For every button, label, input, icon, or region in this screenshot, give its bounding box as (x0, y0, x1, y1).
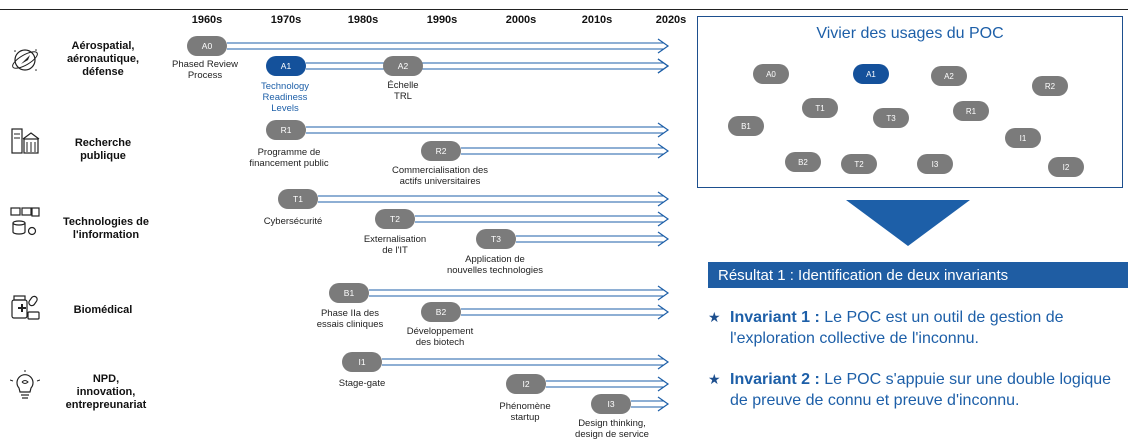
usage-caption-t3: Application de nouvelles technologies (446, 254, 544, 276)
usage-caption-t2: Externalisation de l'IT (363, 234, 427, 256)
usage-caption-a0: Phased Review Process (171, 59, 239, 81)
usage-bubble-t3: T3 (476, 229, 516, 249)
timeline-arrow (306, 122, 670, 138)
usage-bubble-i3: I3 (591, 394, 631, 414)
rocket-planet-icon (12, 49, 38, 71)
usage-caption-i1: Stage-gate (338, 378, 386, 389)
usage-pool-title: Vivier des usages du POC (816, 25, 1004, 42)
usage-bubble-i1: I1 (342, 352, 382, 372)
pool-bubble-t1: T1 (802, 98, 838, 118)
star-bullet-icon: ★ (708, 309, 721, 325)
usage-caption-b1: Phase IIa des essais cliniques (316, 308, 384, 330)
usage-bubble-r1: R1 (266, 120, 306, 140)
invariant-2-text: Le POC s'appuie sur une double logique d… (730, 371, 1112, 409)
decade-1970s: 1970s (270, 14, 302, 26)
result-title-bar: Résultat 1 : Identification de deux inva… (708, 262, 1128, 288)
pool-bubble-b2: B2 (785, 152, 821, 172)
usage-bubble-r2: R2 (421, 141, 461, 161)
domain-label-aerospace: Aérospatial, aéronautique, défense (66, 40, 140, 79)
usage-bubble-b1: B1 (329, 283, 369, 303)
pool-bubble-t2: T2 (841, 154, 877, 174)
usage-caption-t1: Cybersécurité (263, 216, 323, 227)
decade-2020s: 2020s (655, 14, 687, 26)
decade-1960s: 1960s (191, 14, 223, 26)
timeline-arrow (415, 211, 670, 227)
usage-bubble-a1: A1 (266, 56, 306, 76)
invariant-1-head: Invariant 1 : (730, 309, 820, 326)
usage-pool-box: Vivier des usages du POC A0 A1 A2 R2 B1 … (697, 16, 1123, 188)
domain-label-research: Recherche publique (74, 137, 132, 163)
timeline-arrow (516, 231, 670, 247)
invariant-1-text: Le POC est un outil de gestion de l'expl… (730, 309, 1064, 347)
timeline-arrow (382, 354, 670, 370)
pool-bubble-i1: I1 (1005, 128, 1041, 148)
decade-2010s: 2010s (581, 14, 613, 26)
pool-bubble-a0: A0 (753, 64, 789, 84)
top-rule (0, 0, 1128, 10)
domain-label-biomedical: Biomédical (73, 304, 133, 316)
timeline-arrow (461, 143, 670, 159)
timeline-arrow (318, 191, 670, 207)
domain-label-it: Technologies de l'information (63, 216, 149, 242)
lightbulb-brain-icon (10, 370, 40, 399)
timeline-arrow (461, 304, 670, 320)
usage-bubble-t1: T1 (278, 189, 318, 209)
computer-network-icon (10, 207, 40, 236)
usage-bubble-t2: T2 (375, 209, 415, 229)
pool-bubble-i3: I3 (917, 154, 953, 174)
star-bullet-icon: ★ (708, 371, 721, 387)
research-building-icon (11, 128, 40, 154)
timeline-arrow (546, 376, 670, 392)
usage-bubble-b2: B2 (421, 302, 461, 322)
usage-caption-a2: Échelle TRL (387, 80, 419, 102)
usage-caption-r2: Commercialisation des actifs universitai… (391, 165, 489, 187)
timeline-arrow (306, 58, 670, 74)
invariant-1: ★ Invariant 1 : Le POC est un outil de g… (708, 308, 1128, 350)
decade-2000s: 2000s (505, 14, 537, 26)
pool-bubble-a2: A2 (931, 66, 967, 86)
decade-1990s: 1990s (426, 14, 458, 26)
usage-bubble-i2: I2 (506, 374, 546, 394)
timeline-arrow (227, 38, 670, 54)
result-down-arrow (846, 200, 970, 246)
usage-bubble-a2: A2 (383, 56, 423, 76)
invariant-2: ★ Invariant 2 : Le POC s'appuie sur une … (708, 370, 1128, 412)
timeline-arrow (369, 285, 670, 301)
usage-caption-a1: Technology Readiness Levels (260, 81, 310, 114)
invariant-2-head: Invariant 2 : (730, 371, 820, 388)
domain-label-npd: NPD, innovation, entrepreunariat (65, 373, 147, 412)
decade-1980s: 1980s (347, 14, 379, 26)
usage-caption-i3: Design thinking, design de service (575, 418, 649, 440)
pool-bubble-a1: A1 (853, 64, 889, 84)
pool-bubble-r1: R1 (953, 101, 989, 121)
timeline-arrow (631, 396, 670, 412)
pool-bubble-t3: T3 (873, 108, 909, 128)
pool-bubble-i2: I2 (1048, 157, 1084, 177)
usage-caption-r1: Programme de financement public (249, 147, 329, 169)
timeline-arrow (423, 58, 670, 74)
medicine-kit-icon (11, 295, 40, 320)
pool-bubble-r2: R2 (1032, 76, 1068, 96)
usage-bubble-a0: A0 (187, 36, 227, 56)
pool-bubble-b1: B1 (728, 116, 764, 136)
usage-caption-i2: Phénomène startup (499, 401, 551, 423)
usage-caption-b2: Développement des biotech (406, 326, 474, 348)
